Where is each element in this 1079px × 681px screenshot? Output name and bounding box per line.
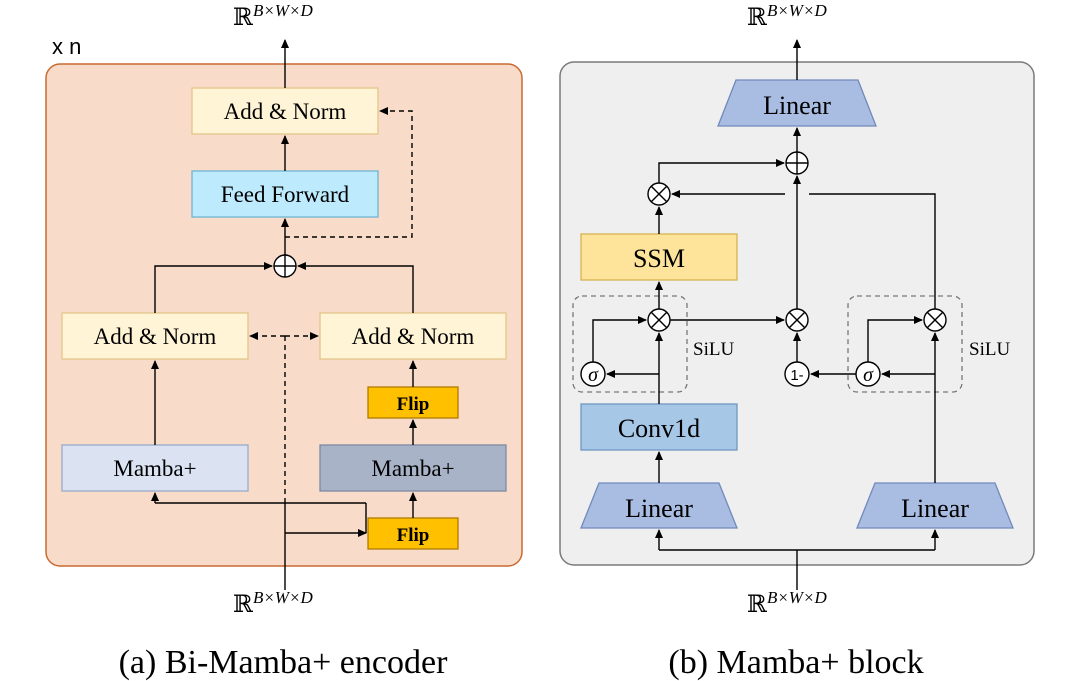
encoder-caption: (a) Bi-Mamba+ encoder (119, 644, 448, 681)
encoder-add-node (273, 254, 297, 278)
encoder-output-label: ℝB×W×D (233, 1, 313, 31)
left-mamba-label: Mamba+ (113, 456, 196, 481)
left-linear-shape (580, 482, 738, 529)
sigma-right-label: σ (863, 364, 874, 386)
ssm-label: SSM (633, 244, 685, 273)
flip-bottom-label: Flip (397, 525, 430, 546)
feed-forward-label: Feed Forward (221, 182, 350, 207)
encoder-dashed-residuals (249, 107, 413, 503)
multiply-node-right (923, 308, 947, 332)
sigma-left-label: σ (588, 364, 599, 386)
flip-top-label: Flip (397, 394, 430, 415)
repeat-label: x n (52, 34, 81, 59)
mamba-block-panel: ℝB×W×D ℝB×W×D Linear (559, 1, 1035, 681)
left-add-norm-box (61, 312, 249, 360)
ssm-box (580, 233, 738, 281)
encoder-connectors (151, 39, 417, 590)
left-linear-label: Linear (625, 494, 693, 523)
block-caption: (b) Mamba+ block (668, 644, 923, 681)
left-add-norm-label: Add & Norm (94, 324, 217, 349)
top-linear-label: Linear (763, 91, 831, 120)
silu-right-label: SiLU (969, 339, 1010, 360)
silu-right-group (847, 295, 963, 393)
right-add-norm-box (319, 312, 507, 360)
block-add-node (785, 151, 809, 175)
right-linear-label: Linear (901, 494, 969, 523)
encoder-input-label: ℝB×W×D (233, 588, 313, 618)
one-minus-label: 1- (790, 367, 803, 384)
encoder-panel: x n ℝB×W×D ℝB×W×D Add & Norm Feed Forwar… (45, 1, 523, 681)
multiply-node-middle (785, 308, 809, 332)
top-linear-shape (717, 79, 877, 127)
conv1d-label: Conv1d (618, 414, 700, 443)
right-linear-shape (856, 482, 1014, 529)
multiply-node-top (647, 182, 671, 206)
right-mamba-label: Mamba+ (371, 456, 454, 481)
multiply-node-left (647, 308, 671, 332)
block-input-label: ℝB×W×D (747, 588, 827, 618)
block-connectors (592, 39, 939, 590)
right-add-norm-label: Add & Norm (352, 324, 475, 349)
block-output-label: ℝB×W×D (747, 1, 827, 31)
conv1d-box (580, 403, 738, 451)
silu-left-group (572, 295, 688, 393)
top-add-norm-box (191, 87, 379, 135)
silu-left-label: SiLU (693, 339, 734, 360)
flip-bottom-box (367, 517, 459, 550)
top-add-norm-label: Add & Norm (224, 99, 347, 124)
encoder-background (45, 63, 523, 567)
flip-top-box (367, 386, 459, 419)
